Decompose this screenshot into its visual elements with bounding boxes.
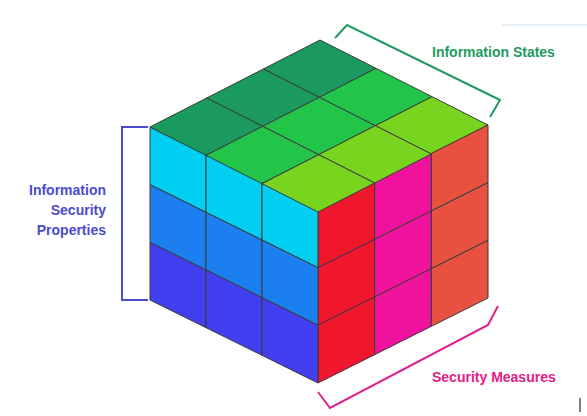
- cube-cell: [375, 269, 432, 355]
- measures-label: Security Measures: [432, 367, 556, 387]
- cube-cell: [262, 155, 375, 212]
- cube-cell: [262, 298, 318, 383]
- properties-bracket: [122, 127, 148, 300]
- rule-line: [502, 25, 587, 26]
- cube-cell: [431, 240, 488, 326]
- cube-cell: [206, 270, 262, 355]
- tick-mark: [580, 398, 581, 412]
- measures-bracket: [318, 306, 498, 408]
- cube-cell: [150, 242, 206, 327]
- properties-label: Information Security Properties: [10, 180, 106, 240]
- states-bracket: [335, 25, 500, 117]
- cube-cell: [318, 297, 375, 383]
- cube: [150, 40, 488, 383]
- states-label: Information States: [432, 42, 555, 62]
